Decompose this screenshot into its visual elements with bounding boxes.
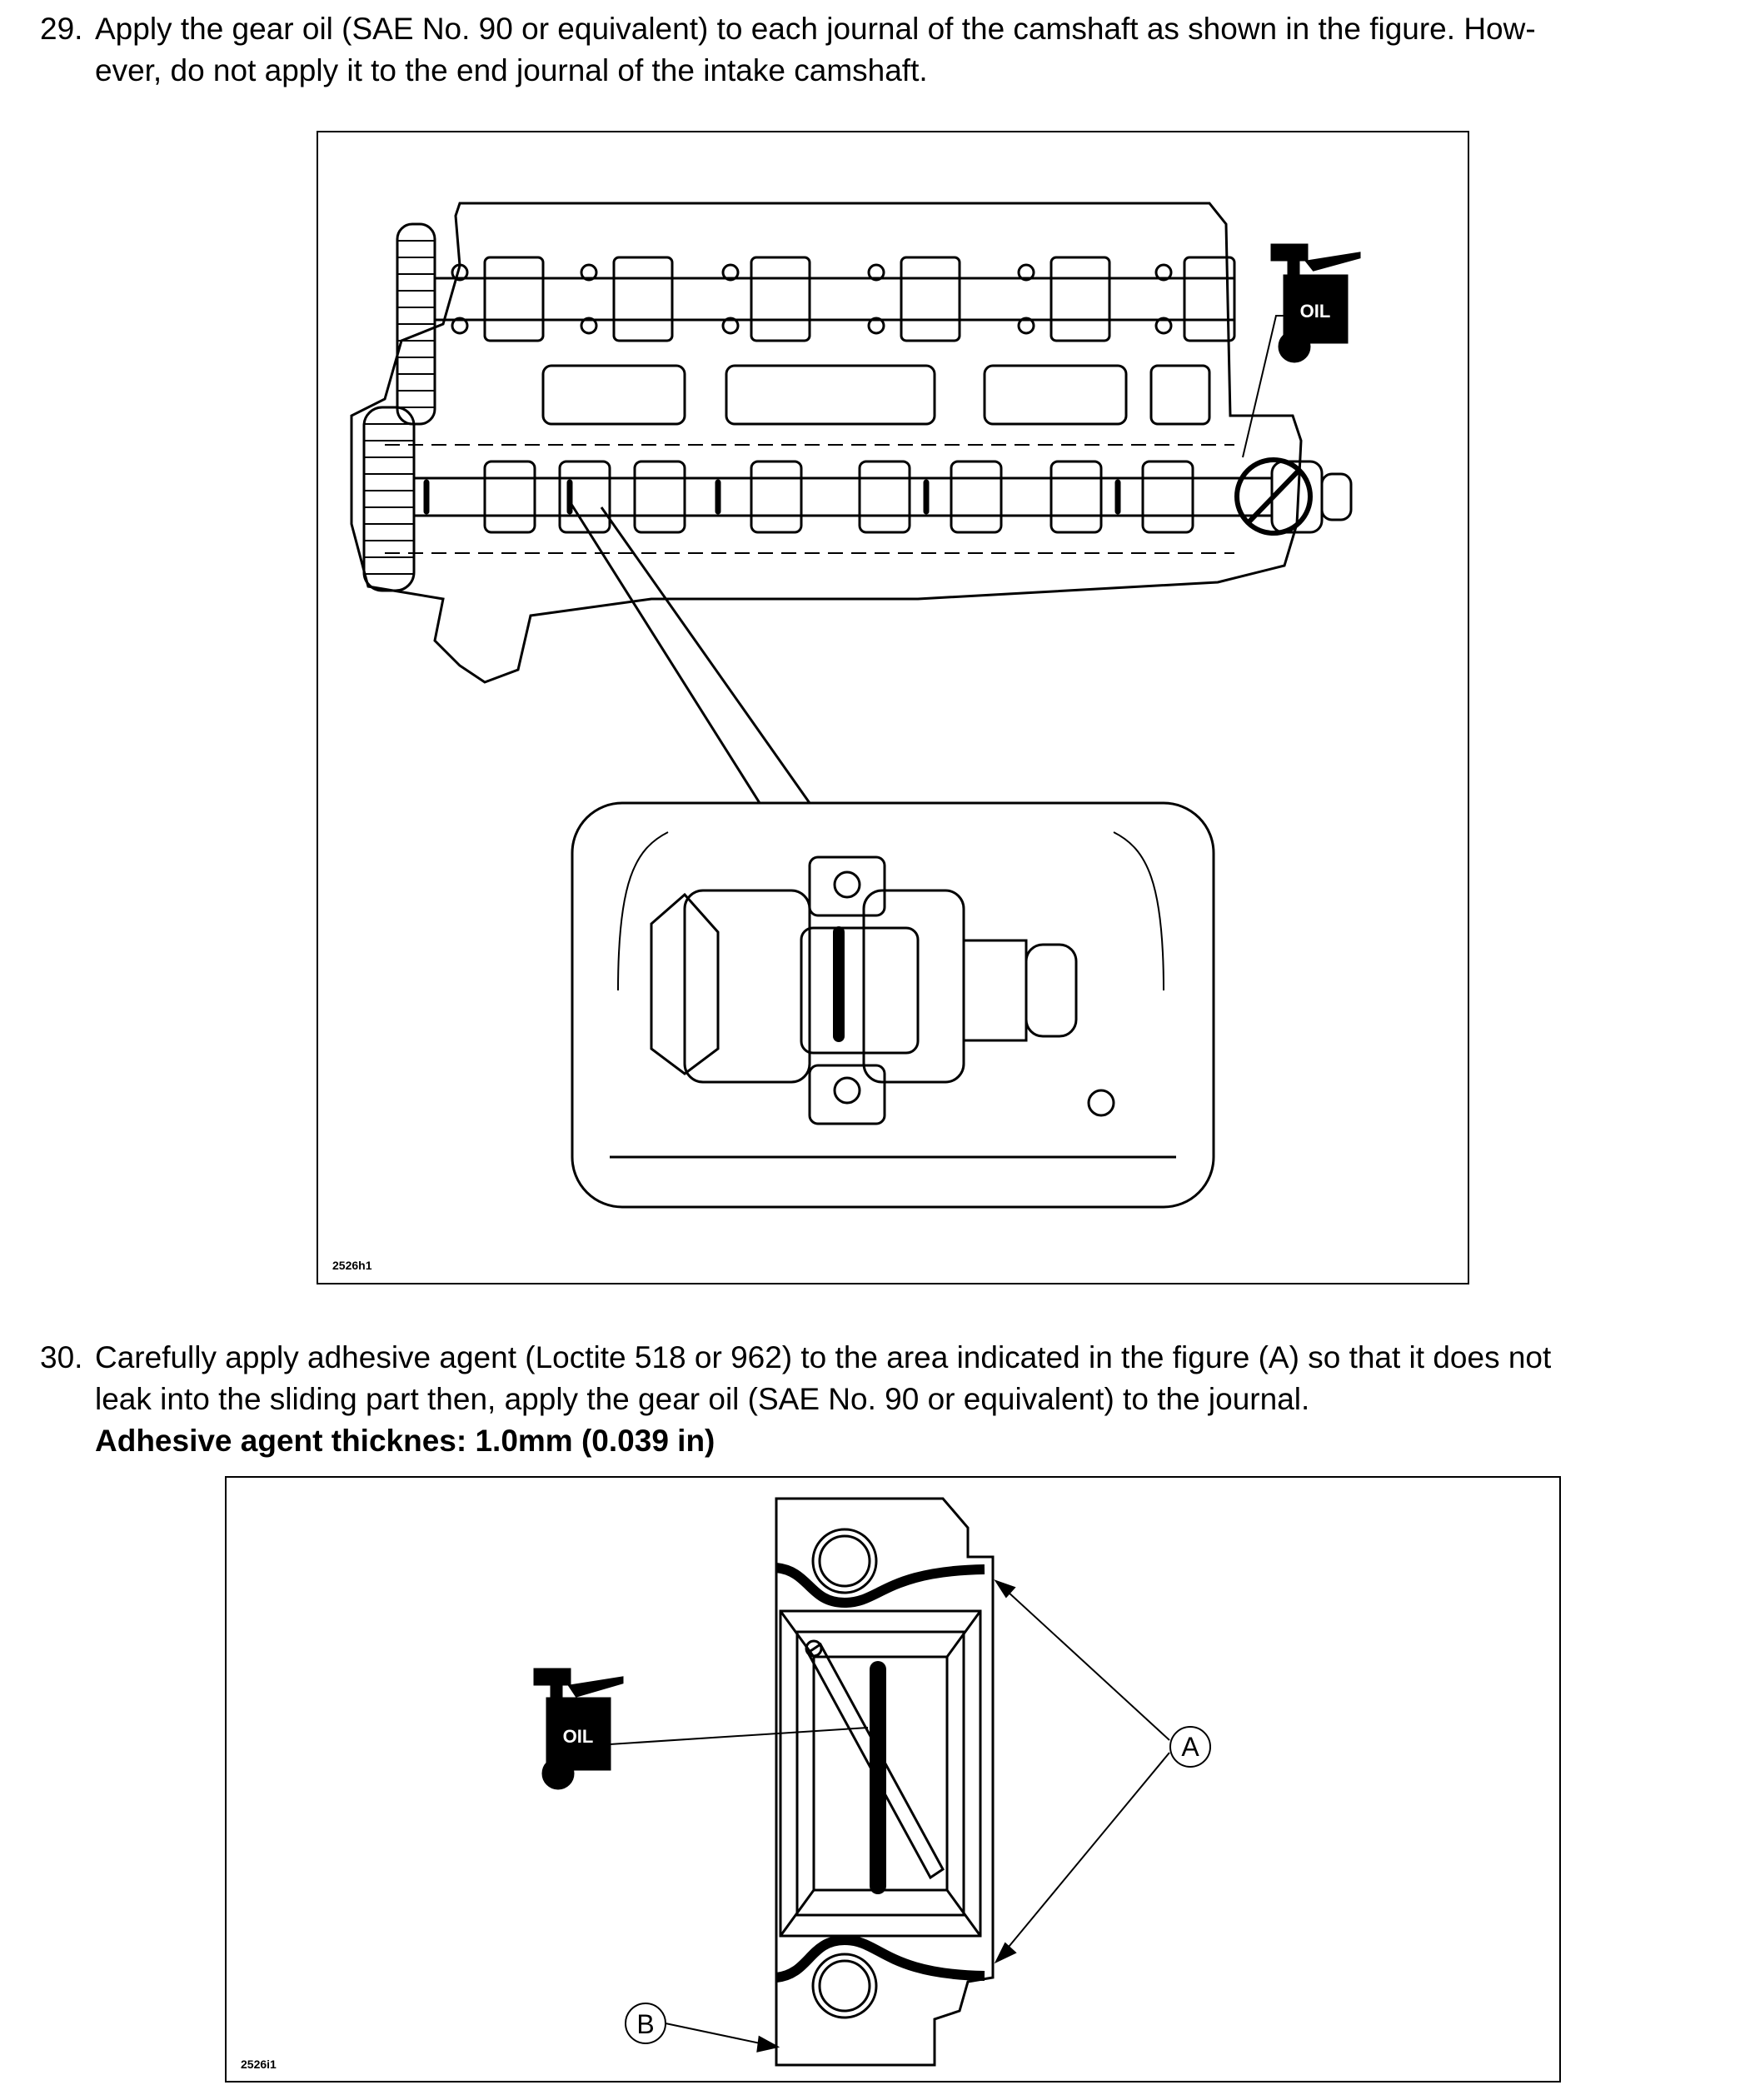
step-number: 29. [40, 12, 83, 46]
callout-a: A [1181, 1732, 1199, 1762]
step-text-line-2: ever, do not apply it to the end journal… [95, 53, 928, 87]
step-text-line-1: Apply the gear oil (SAE No. 90 or equiva… [95, 12, 1536, 46]
oil-label: OIL [563, 1726, 594, 1747]
oil-label: OIL [1300, 301, 1331, 322]
step-text: Apply the gear oil (SAE No. 90 or equiva… [95, 8, 1536, 92]
step-text-line-2: leak into the sliding part then, apply t… [95, 1382, 1310, 1416]
figure-adhesive-area: OIL A B 2526i1 [225, 1476, 1561, 2083]
figure-code: 2526h1 [332, 1259, 372, 1272]
cap-drawing: OIL A B [533, 1497, 1211, 2067]
callout-b: B [636, 2009, 654, 2039]
step-text: Carefully apply adhesive agent (Loctite … [95, 1337, 1551, 1462]
step-number: 30. [40, 1340, 83, 1374]
figure-camshaft-journals: OIL 2526h1 [317, 131, 1469, 1284]
adhesive-spec: Adhesive agent thicknes: 1.0mm (0.039 in… [95, 1424, 715, 1458]
figure-code: 2526i1 [241, 2058, 277, 2071]
camshaft-drawing: OIL [350, 202, 1361, 1209]
step-text-line-1: Carefully apply adhesive agent (Loctite … [95, 1340, 1552, 1374]
